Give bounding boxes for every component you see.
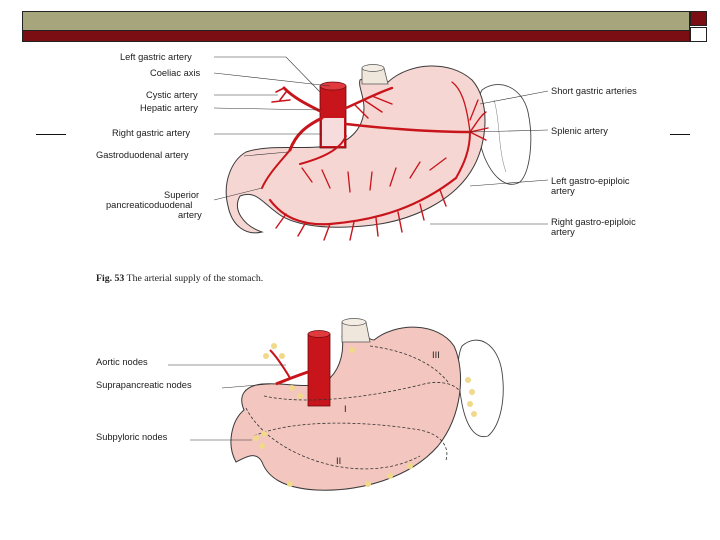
label-suprapancreatic-nodes: Suprapancreatic nodes [96, 380, 192, 390]
label-subpyloric-nodes: Subpyloric nodes [96, 432, 167, 442]
aorta-2 [308, 334, 330, 406]
zone-label-3: III [432, 350, 440, 360]
label-aortic-nodes: Aortic nodes [96, 357, 148, 367]
spleen-2 [458, 340, 503, 436]
zone-label-2: II [336, 456, 341, 466]
zone-label-1: I [344, 404, 347, 414]
